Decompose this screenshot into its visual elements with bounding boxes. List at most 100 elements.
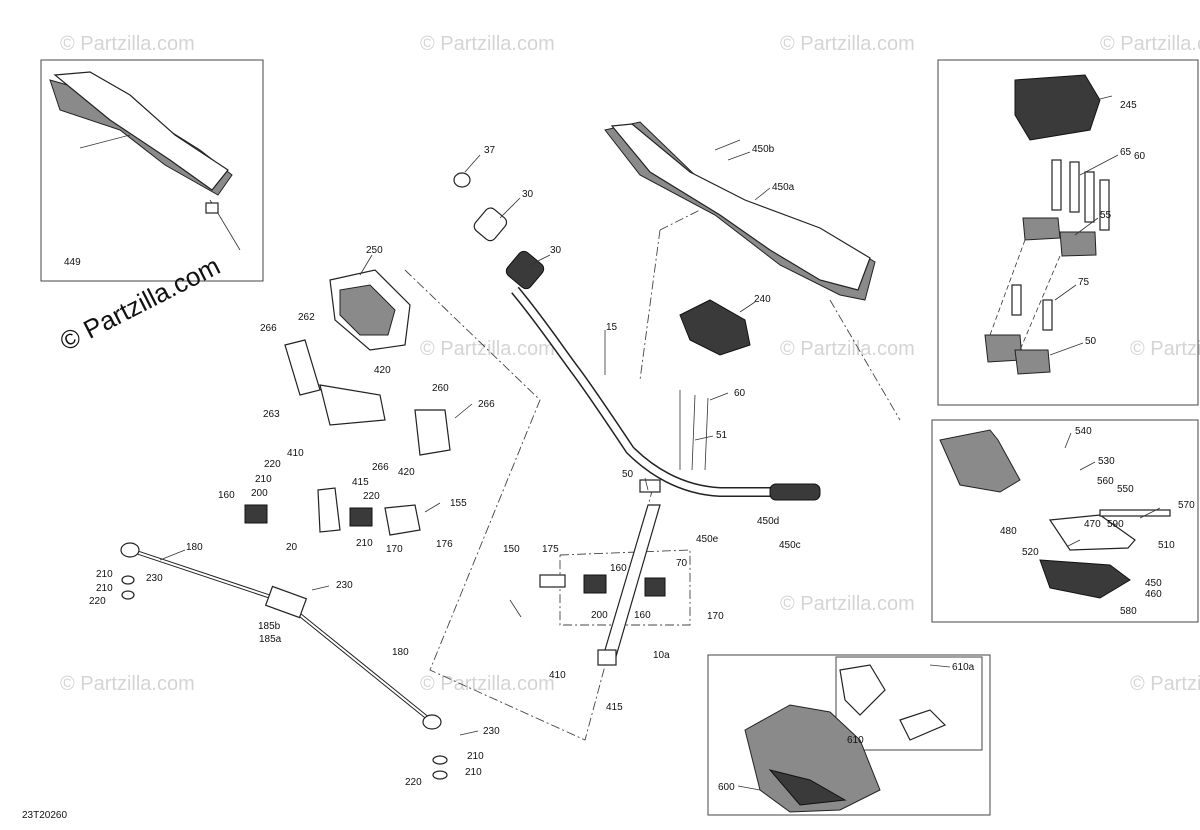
inset-label-449: 449 xyxy=(64,257,81,268)
callout-label: 30 xyxy=(522,189,534,200)
callout-label: 263 xyxy=(263,409,280,420)
diagram-code: 23T20260 xyxy=(22,810,68,821)
callout-label: 230 xyxy=(336,580,353,591)
watermark-text: © Partzilla.com xyxy=(1130,673,1200,695)
callout-label: 250 xyxy=(366,245,383,256)
assembly-dash-line xyxy=(829,299,901,421)
inset-label-610: 610 xyxy=(847,735,864,746)
callout-label: 70 xyxy=(676,558,688,569)
inset-box-handguard-kit xyxy=(931,419,1199,623)
callout-label: 10a xyxy=(653,650,670,661)
callout-label: 266 xyxy=(260,323,277,334)
inset-box-handguard-set xyxy=(40,59,264,282)
inset-box-fairing-kit xyxy=(835,656,983,751)
callout-label: 262 xyxy=(298,312,315,323)
watermark-text: © Partzilla.com xyxy=(780,33,915,55)
callout-label: 51 xyxy=(716,430,728,441)
callout-label: 175 xyxy=(542,544,559,555)
callout-label: 180 xyxy=(392,647,409,658)
watermark-text: © Partzilla.com xyxy=(420,673,555,695)
callout-label: 160 xyxy=(634,610,651,621)
callout-label: 75 xyxy=(1078,277,1090,288)
callout-label: 520 xyxy=(1022,547,1039,558)
callout-label: 170 xyxy=(386,544,403,555)
callout-label: 30 xyxy=(550,245,562,256)
fairing-kit-drawing xyxy=(839,664,947,741)
callout-label: 266 xyxy=(478,399,495,410)
callout-label: 185b xyxy=(258,621,281,632)
callout-label: 540 xyxy=(1075,426,1092,437)
callout-label: 450e xyxy=(696,534,719,545)
callout-label: 450d xyxy=(757,516,779,527)
callout-label: 160 xyxy=(610,563,627,574)
callout-label: 420 xyxy=(398,467,415,478)
watermark-text: © Partzilla.com xyxy=(780,338,915,360)
callout-label: 210 xyxy=(96,569,113,580)
watermark-text: © Partzilla.com xyxy=(1130,338,1200,360)
callout-label: 260 xyxy=(432,383,449,394)
callout-label: 220 xyxy=(264,459,281,470)
callout-label: 155 xyxy=(450,498,467,509)
callout-label: 410 xyxy=(287,448,304,459)
callout-label: 230 xyxy=(483,726,500,737)
callout-label: 220 xyxy=(405,777,422,788)
callout-label: 220 xyxy=(363,491,380,502)
callout-labels: 37 30 30 450b 450a 245 65 60 55 75 50 25… xyxy=(64,100,1195,793)
callout-label: 560 xyxy=(1097,476,1114,487)
callout-label: 410 xyxy=(549,670,566,681)
callout-label: 185a xyxy=(259,634,282,645)
callout-label: 470 xyxy=(1084,519,1101,530)
callout-label: 200 xyxy=(251,488,268,499)
handguard-kit-drawing xyxy=(939,429,1171,599)
callout-label: 480 xyxy=(1000,526,1017,537)
watermark-text: © Partzilla.com xyxy=(60,673,195,695)
watermark-text: © Partzilla.com xyxy=(60,33,195,55)
callout-label: 210 xyxy=(356,538,373,549)
callout-label: 450a xyxy=(772,182,795,193)
riser-kit-drawing xyxy=(984,159,1110,375)
tie-rod-drawing xyxy=(120,542,448,780)
callout-label: 55 xyxy=(1100,210,1112,221)
callout-label: 230 xyxy=(146,573,163,584)
inset-box-windshield-kit xyxy=(707,654,991,816)
callout-label: 65 xyxy=(1120,147,1132,158)
callout-label: 210 xyxy=(465,767,482,778)
cover-240-drawing xyxy=(679,299,751,356)
callout-label: 50 xyxy=(1085,336,1097,347)
assembly-dash-line xyxy=(639,209,701,381)
callout-label: 415 xyxy=(352,477,369,488)
callout-label: 245 xyxy=(1120,100,1137,111)
riser-cover-245-drawing xyxy=(1014,74,1101,141)
watermark-layer: © Partzilla.com © Partzilla.com © Partzi… xyxy=(60,33,1200,695)
callout-label: 210 xyxy=(467,751,484,762)
handlebar-drawing xyxy=(453,172,821,501)
callout-label: 600 xyxy=(718,782,735,793)
callout-label: 210 xyxy=(96,583,113,594)
windshield-drawing xyxy=(744,704,881,813)
callout-label: 170 xyxy=(707,611,724,622)
callout-label: 20 xyxy=(286,542,298,553)
callout-label: 37 xyxy=(484,145,496,156)
callout-label: 415 xyxy=(606,702,623,713)
callout-label: 200 xyxy=(591,610,608,621)
callout-label: 550 xyxy=(1117,484,1134,495)
watermark-text: © Partzilla.com xyxy=(780,593,915,615)
callout-label: 220 xyxy=(89,596,106,607)
callout-label: 450 xyxy=(1145,578,1162,589)
callout-label: 580 xyxy=(1120,606,1137,617)
callout-label: 176 xyxy=(436,539,453,550)
callout-label: 590 xyxy=(1107,519,1124,530)
power-steering-drawing xyxy=(244,269,451,536)
callout-label: 60 xyxy=(1134,151,1146,162)
callout-label: 180 xyxy=(186,542,203,553)
callout-label: 266 xyxy=(372,462,389,473)
callout-label: 530 xyxy=(1098,456,1115,467)
callout-label: 460 xyxy=(1145,589,1162,600)
callout-label: 160 xyxy=(218,490,235,501)
callout-label: 570 xyxy=(1178,500,1195,511)
callout-label: 15 xyxy=(606,322,618,333)
inset-box-riser-kit xyxy=(937,59,1199,406)
callout-label: 60 xyxy=(734,388,746,399)
